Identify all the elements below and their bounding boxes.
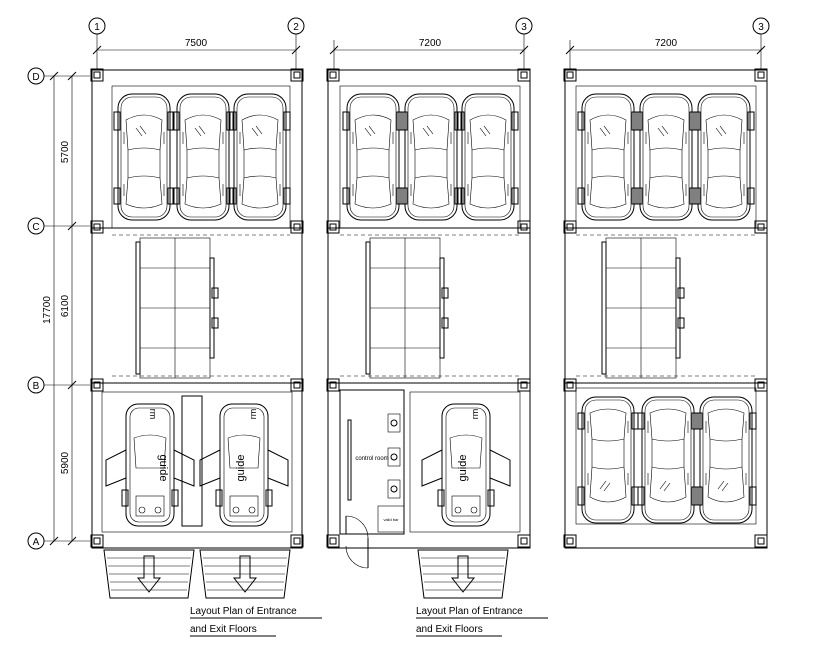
plan-left-block: guide guide rm rm xyxy=(90,68,304,599)
parked-car xyxy=(342,93,404,221)
parked-car xyxy=(577,93,639,221)
turntable-label-guide: guide xyxy=(235,455,247,482)
grid-label-col-3b: 3 xyxy=(758,22,764,33)
parked-car xyxy=(635,93,697,221)
dim-span-ba: 5900 xyxy=(60,451,71,474)
parked-car xyxy=(229,93,291,221)
turntable-label-rm: rm xyxy=(148,409,158,420)
parked-car xyxy=(172,93,234,221)
turntable-label-rm: rm xyxy=(248,409,258,420)
caption-right-line2: and Exit Floors xyxy=(416,624,483,635)
turntable-label-guide: guide xyxy=(157,455,169,482)
grid-bubble-row-c: C xyxy=(27,217,45,235)
dimension-top: 7500 7200 7200 xyxy=(92,34,766,70)
caption-left-line1: Layout Plan of Entrance xyxy=(190,606,297,617)
dim-total-height: 17700 xyxy=(42,296,53,324)
parked-car xyxy=(695,396,757,524)
entrance-ramp xyxy=(103,549,195,599)
caption-left-line2: and Exit Floors xyxy=(190,624,257,635)
control-room xyxy=(339,389,405,535)
dim-width-right: 7200 xyxy=(655,38,678,49)
grid-label-col-2: 2 xyxy=(293,22,299,33)
plan-right-block xyxy=(563,68,768,549)
grid-bubble-row-a: A xyxy=(27,532,45,550)
parked-car xyxy=(457,93,519,221)
grid-label-row-a: A xyxy=(33,537,40,548)
grid-label-row-c: C xyxy=(32,222,39,233)
caption-right: Layout Plan of Entrance and Exit Floors xyxy=(416,606,548,637)
caption-right-line1: Layout Plan of Entrance xyxy=(416,606,523,617)
lift-platform xyxy=(601,237,685,379)
lift-platform xyxy=(135,237,219,379)
grid-bubble-col-3b: 3 xyxy=(752,17,770,35)
grid-bubble-col-3: 3 xyxy=(515,17,533,35)
grid-label-col-1: 1 xyxy=(94,22,100,33)
dim-span-cb: 6100 xyxy=(60,294,71,317)
dim-width-1-2: 7500 xyxy=(185,38,208,49)
control-room-label: control room xyxy=(355,456,388,462)
turntable-label-guide: guide xyxy=(457,455,469,482)
parked-car xyxy=(113,93,175,221)
caption-left: Layout Plan of Entrance and Exit Floors xyxy=(190,606,322,637)
parked-car xyxy=(637,396,699,524)
turntable-car xyxy=(105,403,195,527)
entrance-ramp xyxy=(199,549,291,599)
parked-car xyxy=(693,93,755,221)
turntable-label-rm: rm xyxy=(470,409,480,420)
parked-car xyxy=(577,396,639,524)
grid-label-col-3: 3 xyxy=(521,22,527,33)
entrance-ramp xyxy=(417,549,509,599)
grid-label-row-d: D xyxy=(32,72,39,83)
plan-middle-block: control room valid bar guide rm xyxy=(326,68,531,599)
grid-label-row-b: B xyxy=(33,381,40,392)
grid-bubble-row-b: B xyxy=(27,376,45,394)
small-room-label: valid bar xyxy=(383,517,399,522)
dim-width-mid: 7200 xyxy=(419,38,442,49)
grid-bubble-col-2: 2 xyxy=(287,17,305,35)
dimension-left: 17700 5700 6100 5900 xyxy=(42,71,90,546)
grid-bubble-row-d: D xyxy=(27,67,45,85)
grid-bubble-col-1: 1 xyxy=(88,17,106,35)
dim-span-dc: 5700 xyxy=(60,140,71,163)
parked-car xyxy=(400,93,462,221)
lift-platform xyxy=(365,237,449,379)
